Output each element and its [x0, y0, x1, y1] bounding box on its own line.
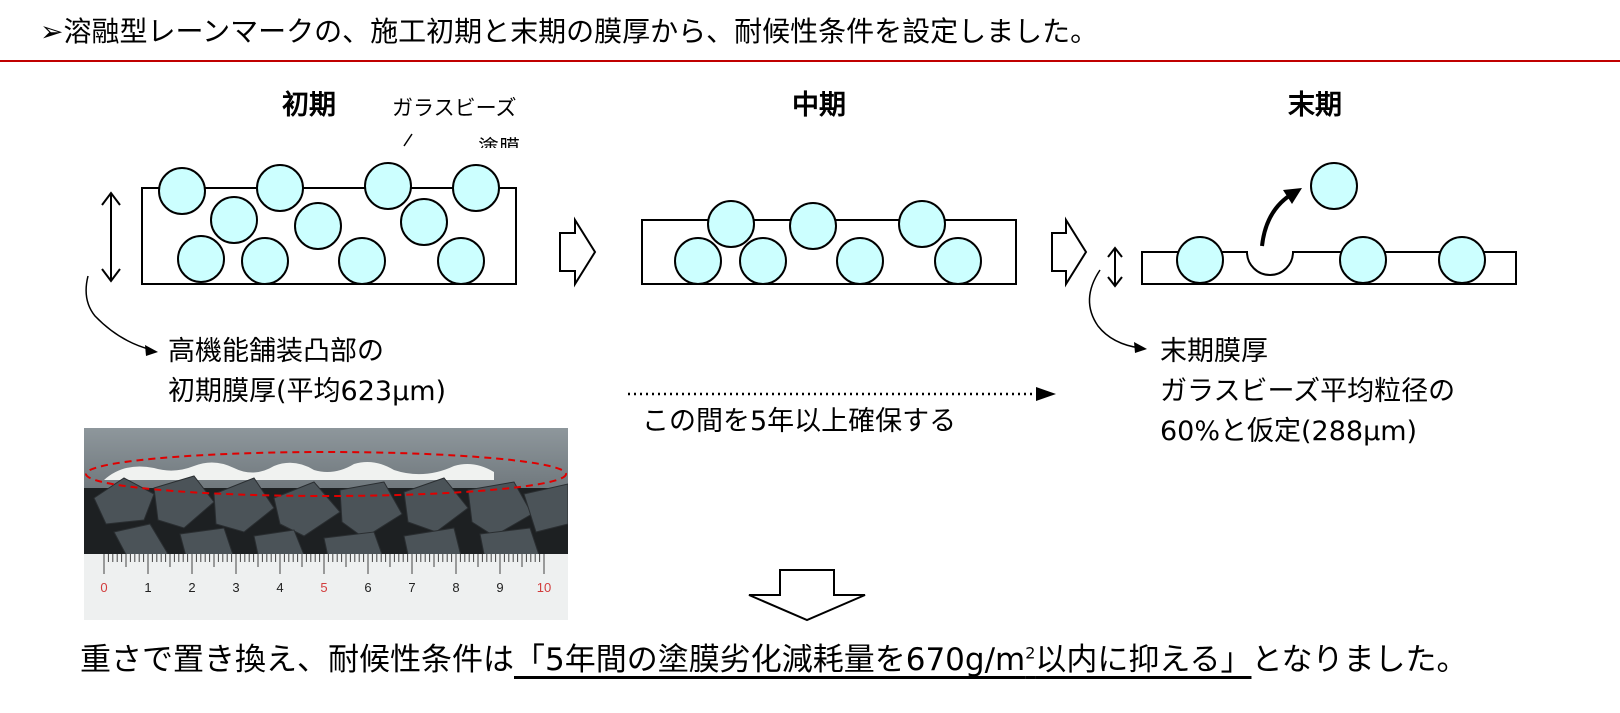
film-layer-early: [141, 187, 517, 285]
glass-beads-label: ガラスビーズ: [392, 96, 517, 120]
glass-bead: [241, 237, 289, 285]
initial-callout-line1: 高機能舗装凸部の: [168, 336, 384, 367]
ruler-number: 4: [276, 580, 283, 595]
initial-callout-leader: [85, 275, 153, 351]
paint-film-white: [104, 462, 494, 480]
stage-label-early: 初期: [282, 90, 336, 121]
ruler-number: 2: [188, 580, 195, 595]
glass-bead: [1438, 236, 1486, 284]
hollow-arrow-1-icon: [559, 216, 597, 288]
photo-drawing: 0 1 2 3 4 5 6 7 8 9 10: [84, 428, 568, 620]
glass-bead: [177, 235, 225, 283]
ruler: [84, 554, 568, 620]
late-callout-arrowhead-icon: [1134, 342, 1147, 353]
stage-label-middle: 中期: [792, 90, 846, 121]
glass-bead: [256, 164, 304, 212]
glass-bead: [400, 198, 448, 246]
thickness-arrow-early: [101, 191, 121, 283]
glass-bead: [836, 237, 884, 285]
late-callout-leader: [1088, 269, 1141, 349]
bead-socket: [1246, 251, 1294, 276]
beads-middle: [674, 200, 982, 285]
glass-bead: [789, 202, 837, 250]
glass-bead: [674, 237, 722, 285]
late-callout-line1: 末期膜厚: [1160, 336, 1268, 367]
glass-bead: [1176, 236, 1224, 284]
glass-bead: [1339, 236, 1387, 284]
paint-film-label-clip: 塗膜: [474, 136, 544, 148]
thickness-arrow-late: [1107, 246, 1123, 288]
ruler-number: 5: [320, 580, 327, 595]
period-arrowhead-icon: [1036, 387, 1056, 401]
glass-bead: [707, 200, 755, 248]
late-callout-line3: 60%と仮定(288μm): [1160, 416, 1418, 447]
ruler-numbers: 0 1 2 3 4 5 6 7 8 9 10: [100, 580, 551, 595]
ruler-ticks: [103, 554, 545, 574]
glass-bead: [158, 167, 206, 215]
glass-bead: [739, 237, 787, 285]
ruler-number: 7: [408, 580, 415, 595]
beads-early: [158, 162, 500, 285]
glass-bead-detached: [1310, 162, 1358, 210]
bullet-icon: ➢: [40, 15, 64, 48]
ruler-number: 9: [496, 580, 503, 595]
ruler-number: 6: [364, 580, 371, 595]
glass-beads-leader: [403, 133, 413, 147]
beads-late: [1176, 162, 1486, 284]
header-rule: [0, 60, 1620, 62]
hollow-arrow-2-icon: [1051, 216, 1088, 288]
glass-bead: [364, 162, 412, 210]
glass-bead: [210, 196, 258, 244]
glass-bead: [437, 237, 485, 285]
period-label: この間を5年以上確保する: [642, 406, 957, 437]
paint-film-label: 塗膜: [478, 136, 520, 148]
late-callout-line2: ガラスビーズ平均粒径の: [1160, 376, 1456, 407]
bead-loss-arrow: [1260, 192, 1294, 247]
hollow-down-arrow-icon: [748, 569, 866, 622]
initial-callout-line2: 初期膜厚(平均623μm): [168, 376, 447, 407]
ruler-number: 1: [144, 580, 151, 595]
ruler-number: 8: [452, 580, 459, 595]
pavement-cross-section-photo: 0 1 2 3 4 5 6 7 8 9 10: [84, 428, 568, 620]
header-title: ➢溶融型レーンマークの、施工初期と末期の膜厚から、耐候性条件を設定しました。: [40, 15, 1099, 48]
highlight-ellipse: [85, 451, 567, 497]
ruler-number: 3: [232, 580, 239, 595]
conclusion-text: 重さで置き換え、耐候性条件は「5年間の塗膜劣化減耗量を670g/m2以内に抑える…: [80, 642, 1468, 678]
glass-bead: [452, 164, 500, 212]
conclusion-highlight: 「5年間の塗膜劣化減耗量を670g/m2以内に抑える」: [514, 642, 1252, 678]
glass-bead: [934, 237, 982, 285]
bead-loss-arrowhead-icon: [1283, 188, 1302, 204]
ruler-number: 0: [100, 580, 107, 595]
glass-bead: [338, 237, 386, 285]
glass-bead: [898, 200, 946, 248]
stage-label-late: 末期: [1288, 90, 1342, 121]
initial-callout-arrowhead-icon: [145, 345, 158, 356]
ruler-number: 10: [537, 580, 551, 595]
glass-bead: [294, 202, 342, 250]
